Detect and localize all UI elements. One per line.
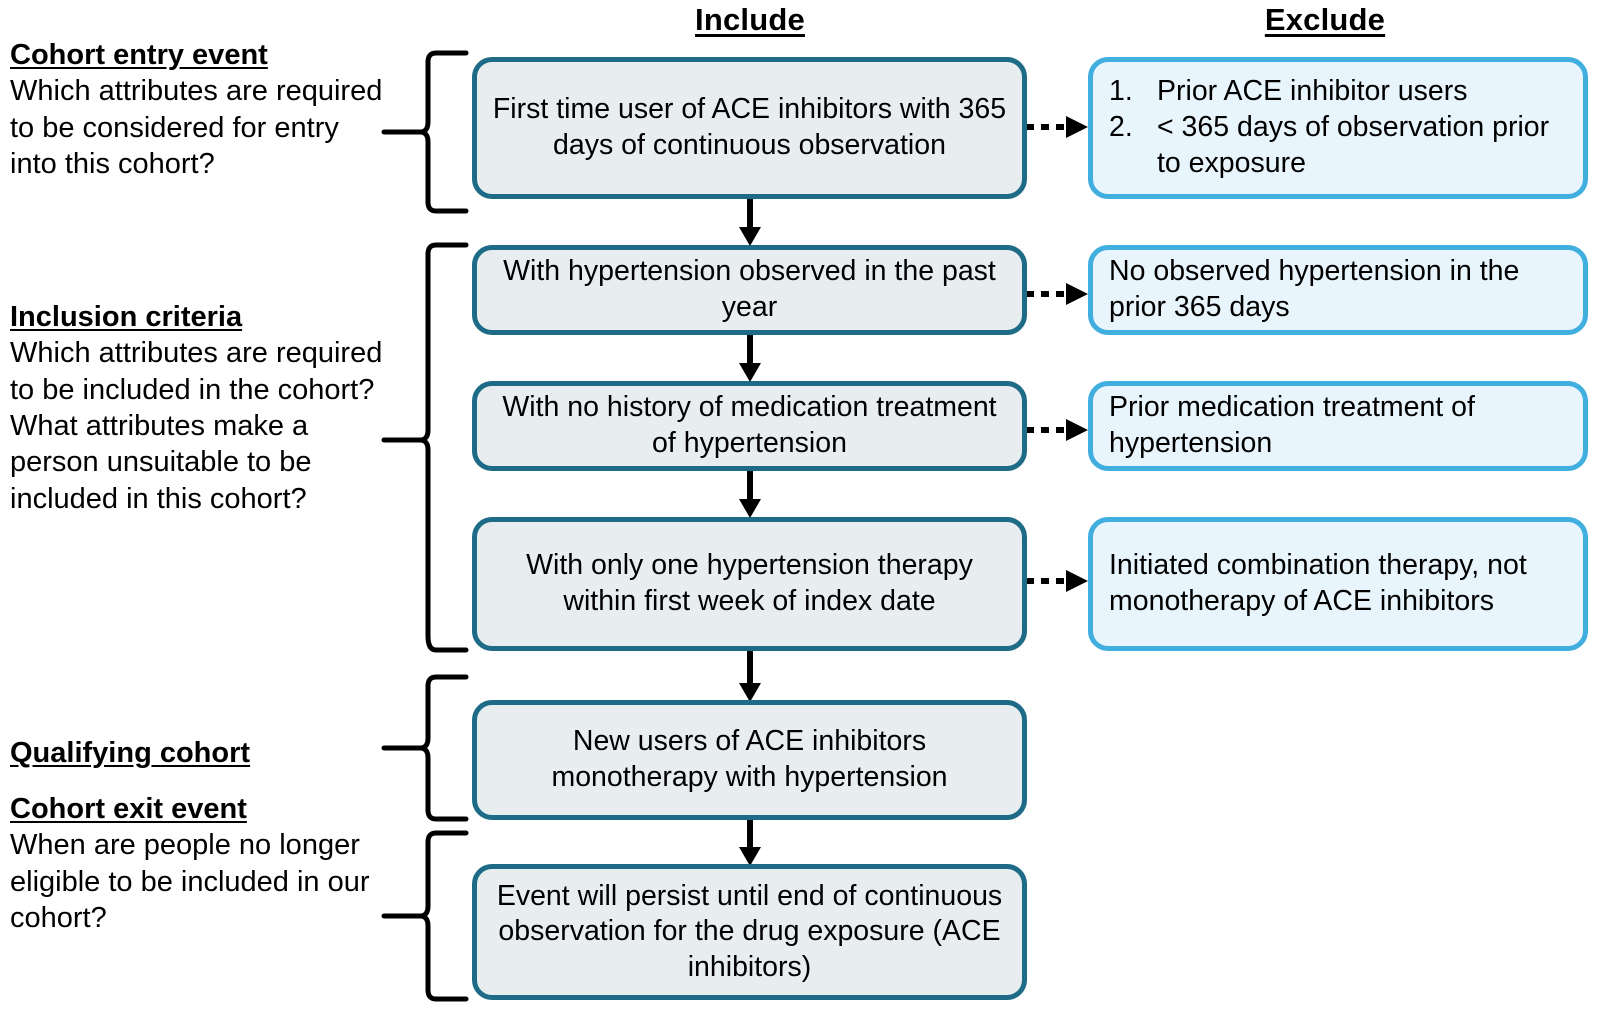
stage-cohort-exit-event: Cohort exit event When are people no lon… [10,792,390,936]
arrow-qualifying-to-exit [735,816,765,868]
brace-cohort-entry-event [378,48,470,216]
exclude-list: 1. Prior ACE inhibitor users 2. < 365 da… [1109,74,1567,182]
list-item: 2. < 365 days of observation prior to ex… [1109,110,1567,182]
stage-description: When are people no longer eligible to be… [10,829,370,934]
include-node-text: New users of ACE inhibitors monotherapy … [551,725,948,793]
stage-title: Cohort entry event [10,39,268,71]
arrow-hypertension-to-no-history [735,332,765,384]
stage-title: Cohort exit event [10,793,247,825]
include-node-text: With only one hypertension therapy withi… [526,549,973,617]
arrow-no-history-to-monotherapy [735,468,765,520]
include-node-exit-event[interactable]: Event will persist until end of continuo… [472,864,1027,1000]
exclude-node-text: Initiated combination therapy, not monot… [1109,549,1527,617]
include-node-text: Event will persist until end of continuo… [496,879,1003,983]
include-node-qualifying-cohort[interactable]: New users of ACE inhibitors monotherapy … [472,700,1027,820]
exclude-node-text: Prior medication treatment of hypertensi… [1109,391,1475,459]
stage-description: Which attributes are required to be cons… [10,75,383,180]
dotted-arrow-entry-exclusions [1026,113,1092,141]
exclude-node-no-hypertension[interactable]: No observed hypertension in the prior 36… [1088,245,1588,335]
dotted-arrow-combination-therapy [1026,567,1092,595]
brace-cohort-exit-event [378,828,470,1004]
list-item: 1. Prior ACE inhibitor users [1109,74,1567,110]
list-item-number: 2. [1109,111,1133,144]
arrow-monotherapy-to-qualifying [735,648,765,704]
arrow-entry-to-hypertension [735,196,765,248]
include-node-text: First time user of ACE inhibitors with 3… [492,93,1007,161]
brace-inclusion-criteria [378,240,470,655]
include-node-monotherapy[interactable]: With only one hypertension therapy withi… [472,517,1027,651]
include-node-text: With no history of medication treatment … [502,391,997,459]
stage-title: Qualifying cohort [10,737,251,769]
include-node-hypertension[interactable]: With hypertension observed in the past y… [472,245,1027,335]
include-node-no-history[interactable]: With no history of medication treatment … [472,381,1027,471]
include-node-text: With hypertension observed in the past y… [503,255,996,323]
exclude-node-text: No observed hypertension in the prior 36… [1109,255,1520,323]
stage-inclusion-criteria: Inclusion criteria Which attributes are … [10,300,390,517]
list-item-number: 1. [1109,75,1133,108]
column-header-include: Include [695,2,805,37]
list-item-text: Prior ACE inhibitor users [1157,75,1468,108]
list-item-text: < 365 days of observation prior to expos… [1157,111,1550,179]
column-header-exclude: Exclude [1264,2,1386,37]
dotted-arrow-no-hypertension [1026,280,1092,308]
brace-qualifying-cohort [378,672,470,824]
exclude-node-combination-therapy[interactable]: Initiated combination therapy, not monot… [1088,517,1588,651]
stage-description: Which attributes are required to be incl… [10,337,383,515]
stage-title: Inclusion criteria [10,301,243,333]
include-node-entry[interactable]: First time user of ACE inhibitors with 3… [472,57,1027,199]
exclude-node-prior-medication[interactable]: Prior medication treatment of hypertensi… [1088,381,1588,471]
exclude-node-entry-exclusions[interactable]: 1. Prior ACE inhibitor users 2. < 365 da… [1088,57,1588,199]
stage-qualifying-cohort: Qualifying cohort [10,736,390,771]
dotted-arrow-prior-medication [1026,416,1092,444]
stage-cohort-entry-event: Cohort entry event Which attributes are … [10,38,390,182]
